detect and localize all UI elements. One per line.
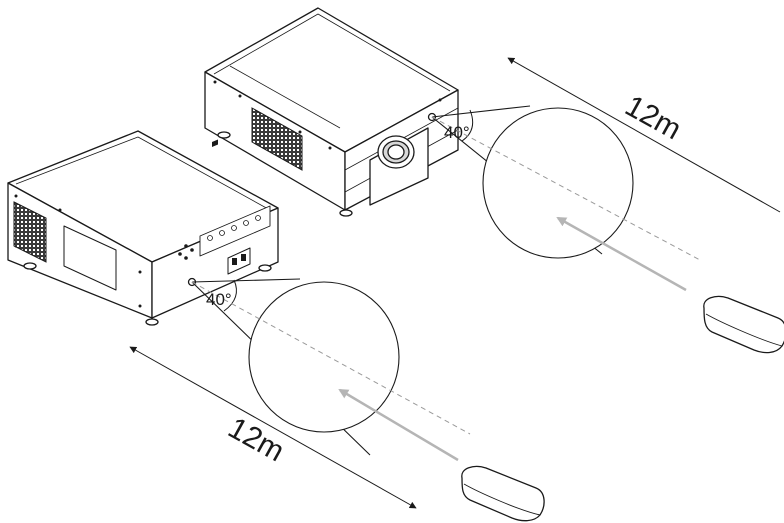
projector-front-icon [204,7,459,217]
rear-angle-label: 40° [206,290,232,309]
projector-rear-icon [7,130,279,326]
rear-beam-arrow [338,388,459,462]
rear-center-dashed [191,281,471,435]
front-distance-arrow [507,57,781,213]
front-center-dashed [431,116,701,261]
vent-grille [251,107,303,171]
front-beam-arrow [556,216,687,292]
vent-grille-rear [13,201,47,263]
front-distance-label: 12m [620,89,687,146]
front-ir-cone [431,105,634,259]
front-angle-label: 40° [444,123,470,142]
rear-distance-label: 12m [223,411,290,468]
remote-control-icon [461,465,545,522]
remote-control-icon [703,295,784,354]
rear-distance-arrow [129,346,417,509]
